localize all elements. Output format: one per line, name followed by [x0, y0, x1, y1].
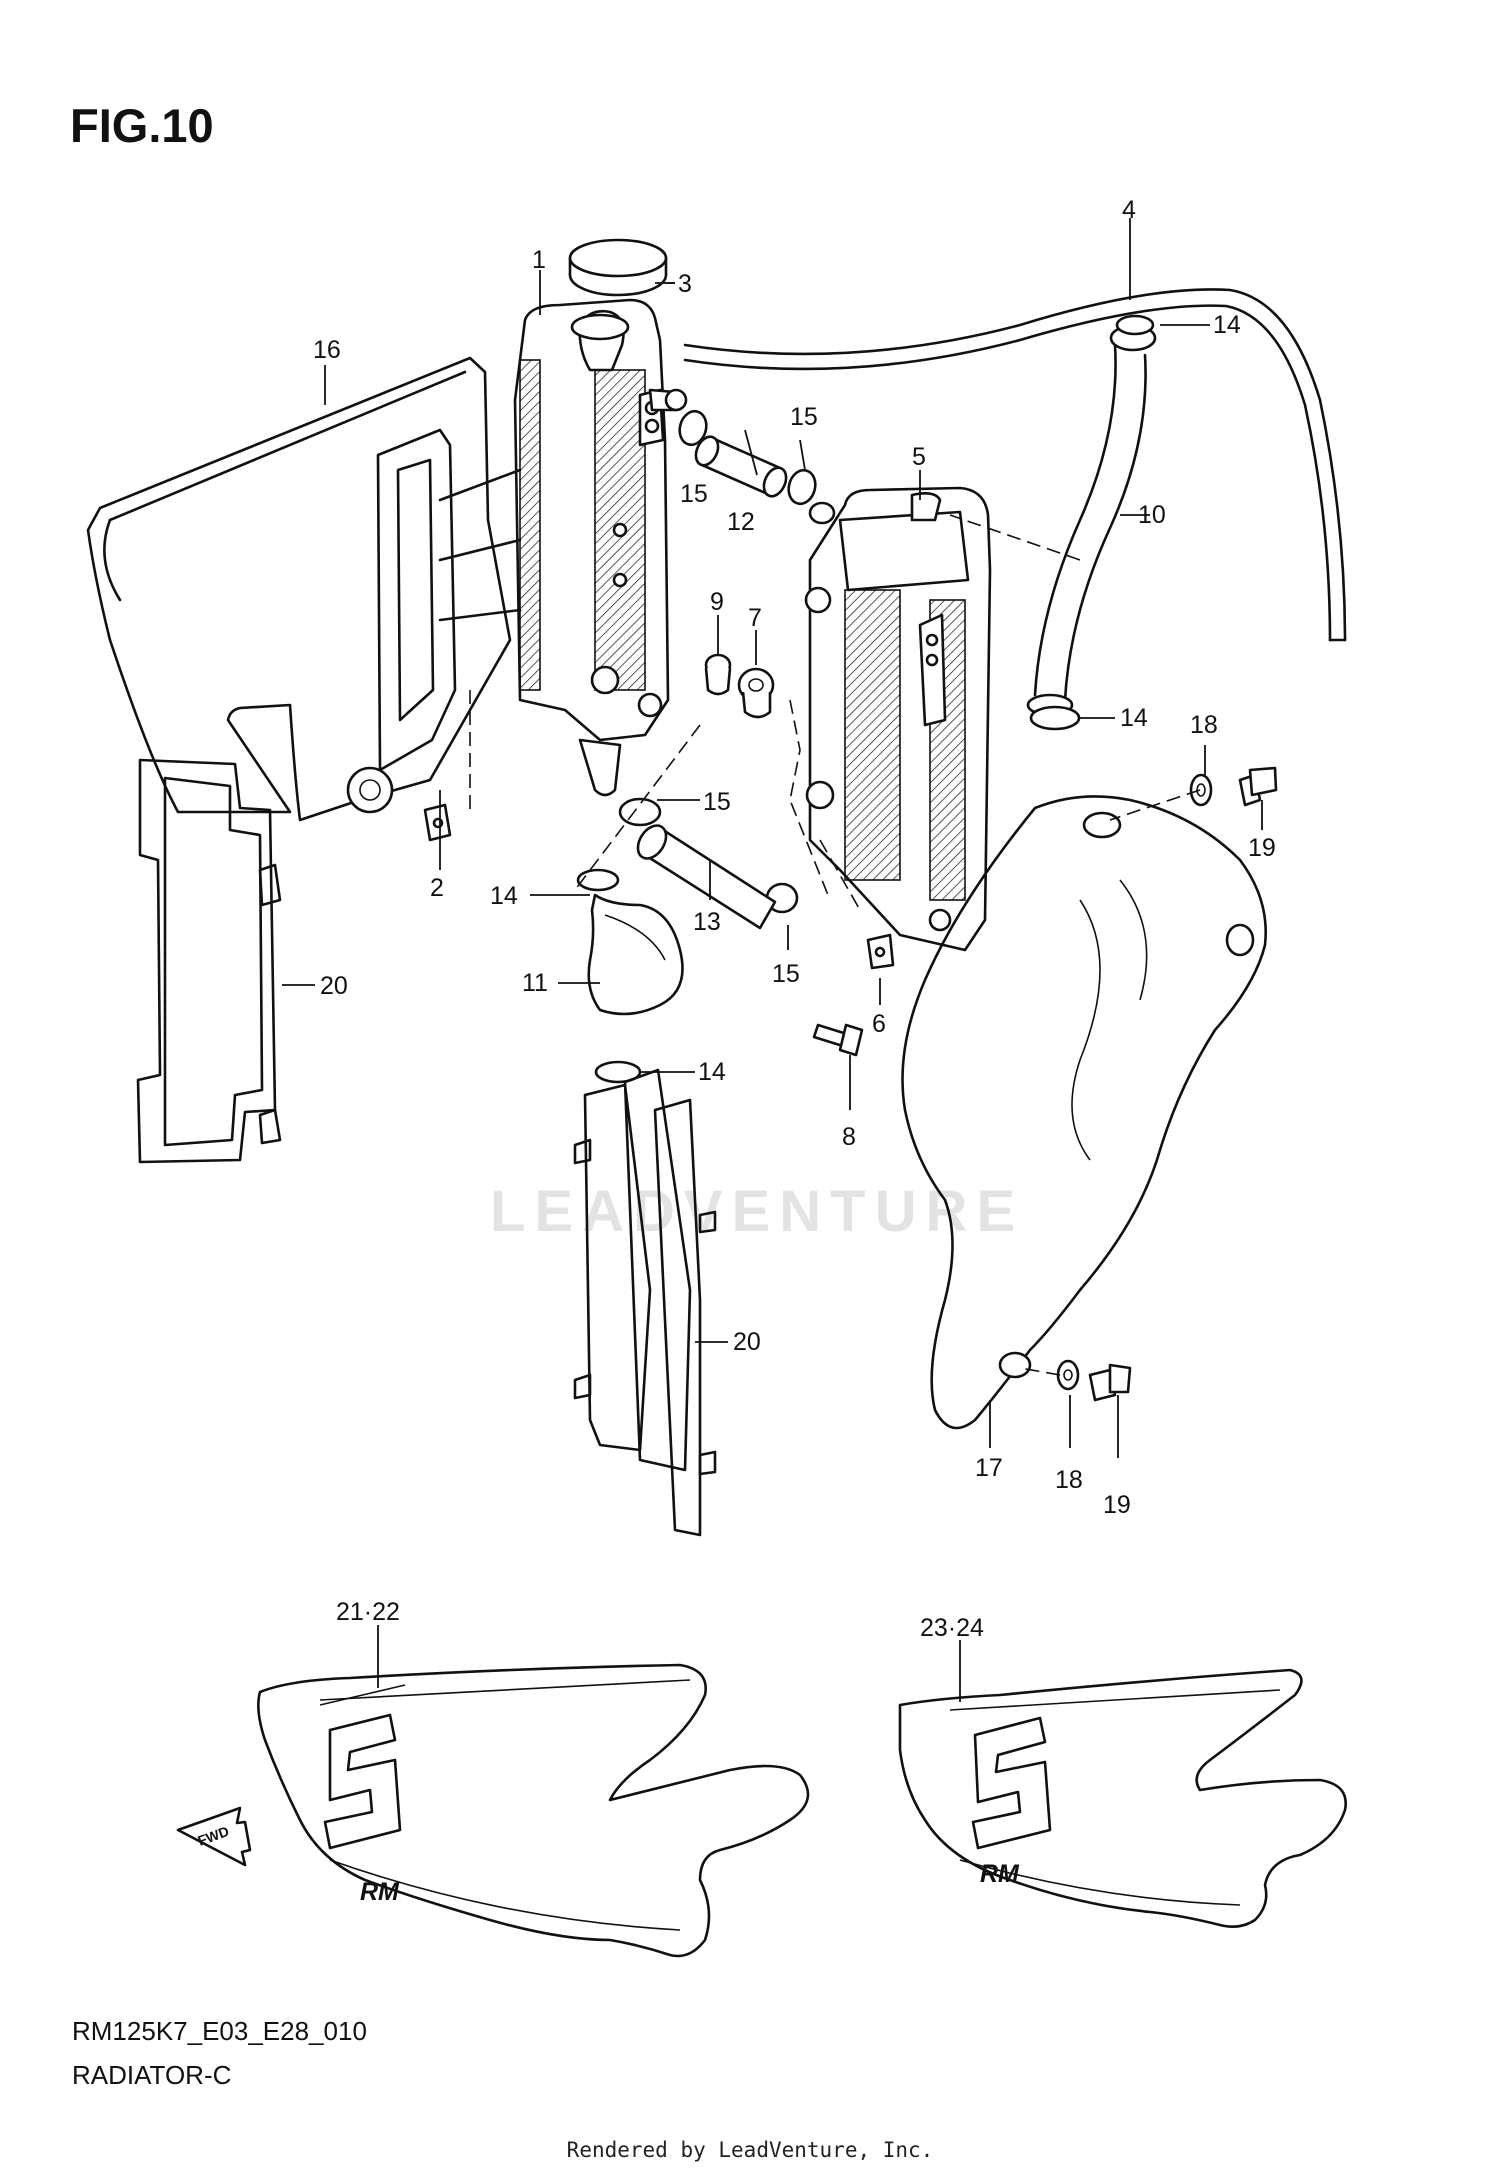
callout-14d: 14	[698, 1058, 726, 1086]
part-12-upper-hose	[694, 435, 788, 498]
callout-3: 3	[678, 270, 692, 298]
callout-21-22: 21·22	[336, 1598, 400, 1626]
part-18-washer-top	[1189, 773, 1213, 807]
part-4-overflow-hose	[683, 218, 1347, 642]
part-19-bolt-bottom	[1088, 1363, 1132, 1402]
part-20-guard-center	[573, 1068, 717, 1537]
part-5-right-radiator	[804, 486, 992, 952]
callout-15b: 15	[680, 480, 708, 508]
callout-14a: 14	[1213, 311, 1241, 339]
part-20-guard-left	[136, 758, 282, 1164]
callout-13: 13	[693, 908, 721, 936]
radiator-bracket-left	[346, 428, 522, 814]
callout-15d: 15	[772, 960, 800, 988]
part-18-washer-bottom	[1056, 1359, 1080, 1391]
leader-lines	[282, 270, 1263, 1702]
part-6-clip	[866, 933, 895, 970]
callout-18a: 18	[1190, 711, 1218, 739]
part-17-right-shroud	[901, 795, 1267, 1430]
decal-23-24: RM	[898, 1668, 1347, 1928]
part-14-clamps	[576, 314, 1155, 1084]
callout-15c: 15	[703, 788, 731, 816]
part-19-bolt-top	[1238, 766, 1278, 807]
callout-18b: 18	[1055, 1466, 1083, 1494]
footer-credit: Rendered by LeadVenture, Inc.	[566, 2138, 934, 2162]
callout-9: 9	[710, 588, 724, 616]
part-2-clip	[423, 803, 452, 842]
callout-15a: 15	[790, 403, 818, 431]
part-1-left-radiator	[513, 298, 688, 797]
callout-7: 7	[748, 604, 762, 632]
part-3-radiator-cap	[568, 238, 675, 297]
callout-1: 1	[532, 246, 546, 274]
rm-logo-decal-right: RM	[980, 1860, 1020, 1888]
callout-23-24: 23·24	[920, 1614, 984, 1642]
callout-5: 5	[912, 443, 926, 471]
callout-6: 6	[872, 1010, 886, 1038]
callout-10: 10	[1138, 501, 1166, 529]
callout-20a: 20	[320, 972, 348, 1000]
assembly-lines	[469, 514, 1201, 1376]
rm-logo-decal-left: RM	[360, 1878, 400, 1906]
callout-4: 4	[1122, 196, 1136, 224]
watermark-text: LEADVENTURE	[490, 1179, 1025, 1244]
decal-21-22: RM	[257, 1663, 810, 1958]
callout-14b: 14	[1120, 704, 1148, 732]
callout-20b: 20	[733, 1328, 761, 1356]
fwd-arrow-icon: FWD	[176, 1806, 252, 1867]
callout-16: 16	[313, 336, 341, 364]
part-11-lower-hose	[587, 893, 684, 1016]
callout-8: 8	[842, 1123, 856, 1151]
callout-19b: 19	[1103, 1491, 1131, 1519]
callout-11: 11	[522, 969, 548, 997]
callout-14c: 14	[490, 882, 518, 910]
figure-title: FIG.10	[70, 99, 214, 152]
part-7-grommet	[737, 667, 775, 719]
callout-12: 12	[727, 508, 755, 536]
part-9-collar	[704, 653, 732, 696]
callout-numbers: 1 2 3 4 5 6 7 8 9 10 11 12 13 14 14 14 1…	[313, 196, 1276, 1642]
part-8-bolt	[812, 1023, 864, 1057]
callout-2: 2	[430, 874, 444, 902]
part-16-left-shroud	[86, 356, 512, 822]
section-name: RADIATOR-C	[72, 2060, 232, 2090]
model-code: RM125K7_E03_E28_010	[72, 2016, 367, 2046]
callout-19a: 19	[1248, 834, 1276, 862]
callout-17: 17	[975, 1454, 1003, 1482]
part-10-right-hose	[1026, 324, 1157, 717]
